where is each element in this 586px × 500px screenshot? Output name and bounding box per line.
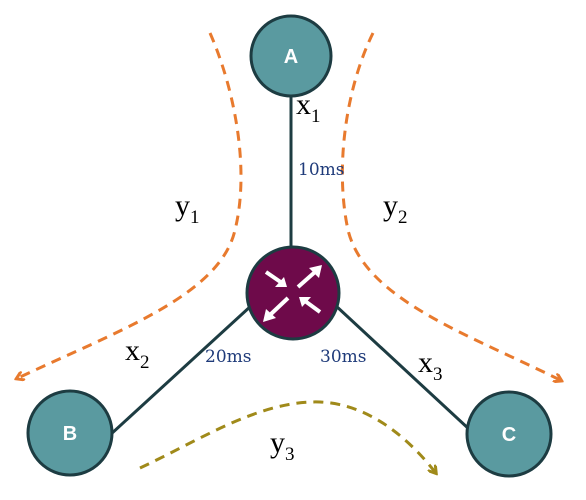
link-x3-delay: 30ms xyxy=(320,347,366,367)
node-a-label: A xyxy=(284,46,298,68)
node-b[interactable]: B xyxy=(26,389,114,477)
node-b-label: B xyxy=(63,423,77,445)
link-x1-label: x1 xyxy=(296,88,321,127)
link-x2-delay: 20ms xyxy=(205,347,251,367)
flow-y1-label: y1 xyxy=(175,189,200,228)
node-c[interactable]: C xyxy=(465,390,553,478)
link-c-router xyxy=(333,303,472,432)
router[interactable] xyxy=(245,245,341,341)
flow-y2-label: y2 xyxy=(383,189,408,228)
flow-y3-path xyxy=(139,400,435,472)
flow-y1-path xyxy=(18,32,243,378)
link-x2-label: x2 xyxy=(125,334,150,373)
link-b-router xyxy=(108,303,254,437)
link-x3-label: x3 xyxy=(418,346,443,385)
flow-y2-path xyxy=(340,32,560,380)
node-c-label: C xyxy=(502,424,516,446)
router-arrows-icon xyxy=(263,265,322,322)
link-x1-delay: 10ms xyxy=(298,160,344,180)
node-a[interactable]: A xyxy=(249,14,333,98)
flow-y3-label: y3 xyxy=(270,426,295,465)
